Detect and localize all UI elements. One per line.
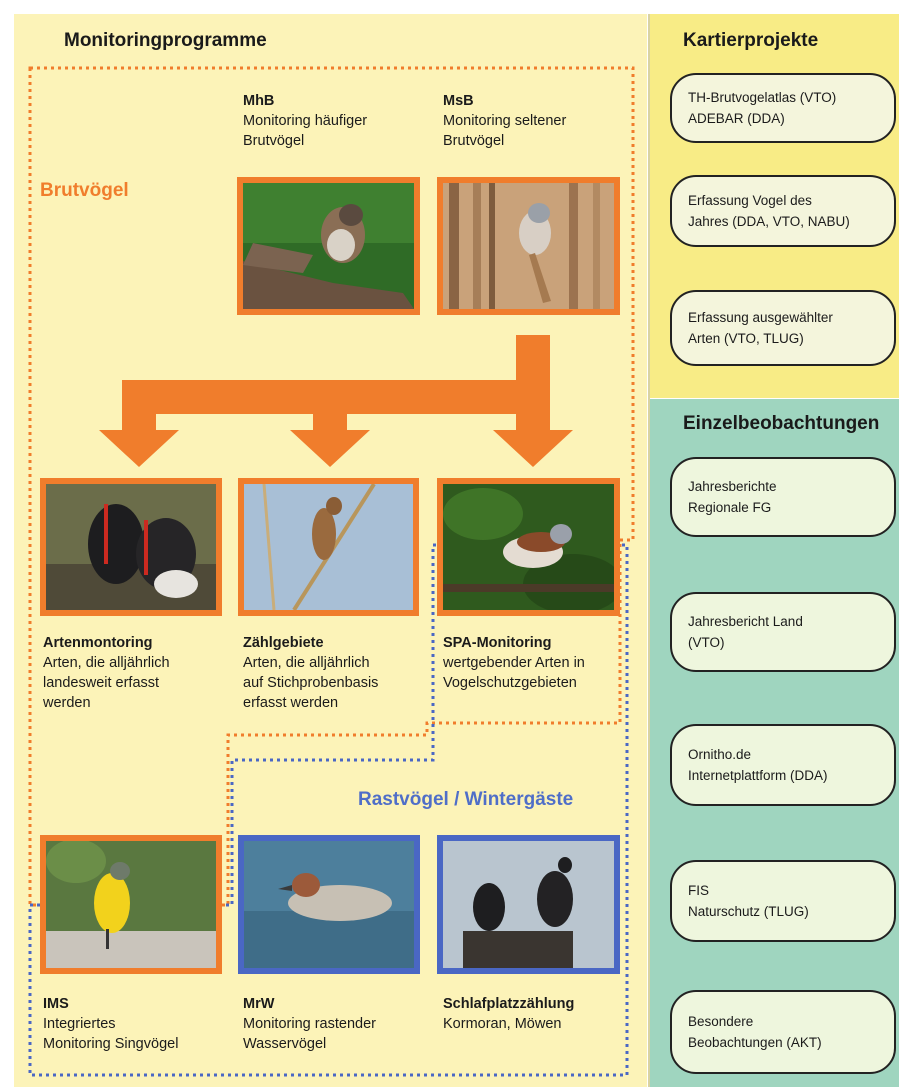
black-stork-photo [40, 478, 222, 616]
artenmonitoring-caption: Artenmontoring Arten, die alljährlich la… [43, 633, 170, 713]
kartierprojekte-title: Kartierprojekte [683, 30, 819, 51]
zaehlgebiete-title: Zählgebiete [243, 635, 324, 651]
ims-caption: IMS Integriertes Monitoring Singvögel [43, 994, 178, 1054]
einzel-item: FIS Naturschutz (TLUG) [670, 860, 896, 942]
schlafplatz-caption: Schlafplatzzählung Kormoran, Möwen [443, 994, 574, 1034]
yellow-wagtail-photo [40, 835, 222, 974]
einzel-item: Ornitho.de Internetplattform (DDA) [670, 724, 896, 806]
cormorant-photo [437, 835, 620, 974]
brutvoegel-label: Brutvögel [40, 180, 129, 201]
ims-title: IMS [43, 996, 69, 1012]
schlafplatz-title: Schlafplatzzählung [443, 996, 575, 1012]
artenmonitoring-title: Artenmontoring [43, 635, 153, 651]
msb-title: MsB [443, 93, 474, 109]
shrike-photo [437, 478, 620, 616]
mrw-title: MrW [243, 996, 275, 1012]
mhb-caption: MhB Monitoring häufiger Brutvögel [243, 91, 367, 151]
einzel-item: Jahresberichte Regionale FG [670, 457, 896, 537]
einzel-item: Besondere Beobachtungen (AKT) [670, 990, 896, 1074]
zaehlgebiete-body: Arten, die alljährlich auf Stichprobenba… [243, 655, 379, 711]
zaehlgebiete-caption: Zählgebiete Arten, die alljährlich auf S… [243, 633, 378, 713]
panel-divider [648, 14, 650, 1087]
msb-body: Monitoring seltener Brutvögel [443, 113, 567, 149]
einzel-item: Jahresbericht Land (VTO) [670, 592, 896, 672]
artenmonitoring-body: Arten, die alljährlich landesweit erfass… [43, 655, 170, 711]
spa-body: wertgebender Arten in Vogelschutzgebiete… [443, 655, 585, 691]
sparrow-photo [237, 177, 420, 315]
spa-title: SPA-Monitoring [443, 635, 552, 651]
kartier-item: Erfassung Vogel des Jahres (DDA, VTO, NA… [670, 175, 896, 247]
mrw-body: Monitoring rastender Wasservögel [243, 1016, 376, 1052]
reed-warbler-photo [238, 478, 419, 616]
spa-caption: SPA-Monitoring wertgebender Arten in Vog… [443, 633, 585, 693]
msb-caption: MsB Monitoring seltener Brutvögel [443, 91, 566, 151]
reedling-photo [437, 177, 620, 315]
mhb-title: MhB [243, 93, 275, 109]
mrw-caption: MrW Monitoring rastender Wasservögel [243, 994, 376, 1054]
schlafplatz-body: Kormoran, Möwen [443, 1016, 562, 1032]
kartier-item: TH-Brutvogelatlas (VTO) ADEBAR (DDA) [670, 73, 896, 143]
mhb-body: Monitoring häufiger Brutvögel [243, 113, 368, 149]
rastvoegel-label: Rastvögel / Wintergäste [358, 789, 574, 810]
ims-body: Integriertes Monitoring Singvögel [43, 1016, 179, 1052]
einzelbeobachtungen-title: Einzelbeobachtungen [683, 413, 880, 434]
monitoring-title: Monitoringprogramme [64, 30, 267, 51]
garganey-photo [238, 835, 420, 974]
kartier-item: Erfassung ausgewählter Arten (VTO, TLUG) [670, 290, 896, 366]
